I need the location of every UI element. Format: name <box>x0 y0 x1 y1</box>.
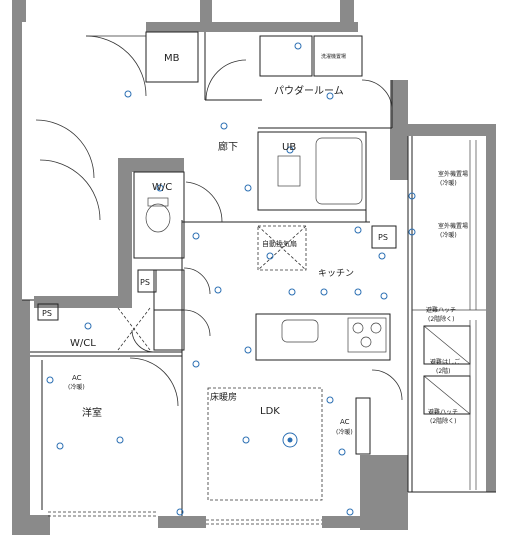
ceiling-light-icon <box>354 288 362 296</box>
wall <box>146 22 358 32</box>
ceiling-light-icon <box>214 286 222 294</box>
ceiling-light-icon <box>192 232 200 240</box>
ceiling-light-icon <box>320 288 328 296</box>
door-swings <box>35 35 403 407</box>
room-label-evac-hatch: 避難ハッチ <box>428 408 458 416</box>
room-label-evac-hatch: 避難ハッチ <box>426 306 456 314</box>
room-label-ac-right: AC <box>340 418 350 426</box>
room-label-kitchen: キッチン <box>318 268 354 279</box>
ceiling-light-icon <box>192 360 200 368</box>
room-label-wc: W/C <box>152 182 172 193</box>
ceiling-light-icon <box>287 437 293 443</box>
ceiling-light-icon <box>244 184 252 192</box>
wall <box>118 158 184 172</box>
wall <box>12 0 26 22</box>
ceiling-light-icon <box>378 252 386 260</box>
wall <box>118 158 132 308</box>
ceiling-light-icon <box>220 122 228 130</box>
room-label-outdoor-unit-sub: (冷暖) <box>440 179 457 187</box>
wall <box>12 515 50 535</box>
room-label-powder-room: パウダールーム <box>274 84 344 97</box>
ceiling-light-icon <box>176 508 184 516</box>
room-label-washer: 洗濯機置場 <box>321 53 346 60</box>
ceiling-light-icon <box>294 42 302 50</box>
ceiling-light-icon <box>84 322 92 330</box>
room-label-ac-left: AC <box>72 374 82 382</box>
fixtures <box>46 42 416 516</box>
wall <box>12 20 22 310</box>
ceiling-light-icon <box>354 226 362 234</box>
interior-lines <box>22 31 496 525</box>
wall <box>340 0 354 32</box>
room-label-outdoor-unit: 室外機置場 <box>438 222 468 230</box>
wall <box>360 455 408 530</box>
ceiling-light-icon <box>56 442 64 450</box>
room-label-kitchen-hood: 自動換気扇 <box>262 239 297 248</box>
wall <box>486 124 496 492</box>
wall <box>158 516 206 528</box>
ceiling-light-icon <box>282 432 298 448</box>
room-label-ac-right-sub: (冷暖) <box>336 428 353 436</box>
room-label-outdoor-unit-sub: (冷暖) <box>440 231 457 239</box>
room-label-wcl: W/CL <box>70 338 96 349</box>
ceiling-light-icon <box>326 396 334 404</box>
room-label-ps: PS <box>140 278 150 287</box>
ceiling-light-icon <box>338 448 346 456</box>
ceiling-light-icon <box>408 228 416 236</box>
walls <box>12 0 496 535</box>
room-label-ps: PS <box>42 309 52 318</box>
wall <box>200 0 212 32</box>
wall <box>390 80 408 180</box>
room-label-floor-heating: 床暖房 <box>210 391 237 403</box>
room-label-hallway: 廊下 <box>218 140 238 153</box>
ceiling-light-icon <box>346 508 354 516</box>
ceiling-light-icon <box>326 92 334 100</box>
room-label-ldk: LDK <box>260 406 280 417</box>
wall <box>322 516 372 528</box>
ceiling-light-icon <box>156 184 164 192</box>
ceiling-light-icon <box>116 436 124 444</box>
ceiling-light-icon <box>242 436 250 444</box>
room-label-western-room: 洋室 <box>82 406 102 419</box>
ceiling-light-icon <box>286 146 294 154</box>
ceiling-light-icon <box>408 192 416 200</box>
ceiling-light-icon <box>46 376 54 384</box>
wall <box>402 124 494 136</box>
labels: MB パウダールーム 廊下 UB W/C PS PS PS 自動換気扇 キッチン… <box>42 53 468 436</box>
ceiling-light-icon <box>266 252 274 260</box>
room-label-evac-ladder: 避難はしご <box>430 358 460 366</box>
room-label-outdoor-unit: 室外機置場 <box>438 170 468 178</box>
room-label-ub: UB <box>282 142 296 153</box>
room-label-evac-ladder-sub: (2階) <box>436 367 451 375</box>
wall <box>34 296 132 308</box>
room-label-mb: MB <box>164 53 180 64</box>
room-label-ac-left-sub: (冷暖) <box>68 383 85 391</box>
ceiling-light-icon <box>244 346 252 354</box>
ceiling-light-icon <box>288 288 296 296</box>
ceiling-light-icon <box>380 292 388 300</box>
room-label-evac-hatch-sub: (2階除く) <box>428 315 455 323</box>
ceiling-light-icon <box>124 90 132 98</box>
wall <box>12 300 30 530</box>
room-label-evac-hatch-sub: (2階除く) <box>430 417 457 425</box>
room-label-ps: PS <box>378 233 388 242</box>
